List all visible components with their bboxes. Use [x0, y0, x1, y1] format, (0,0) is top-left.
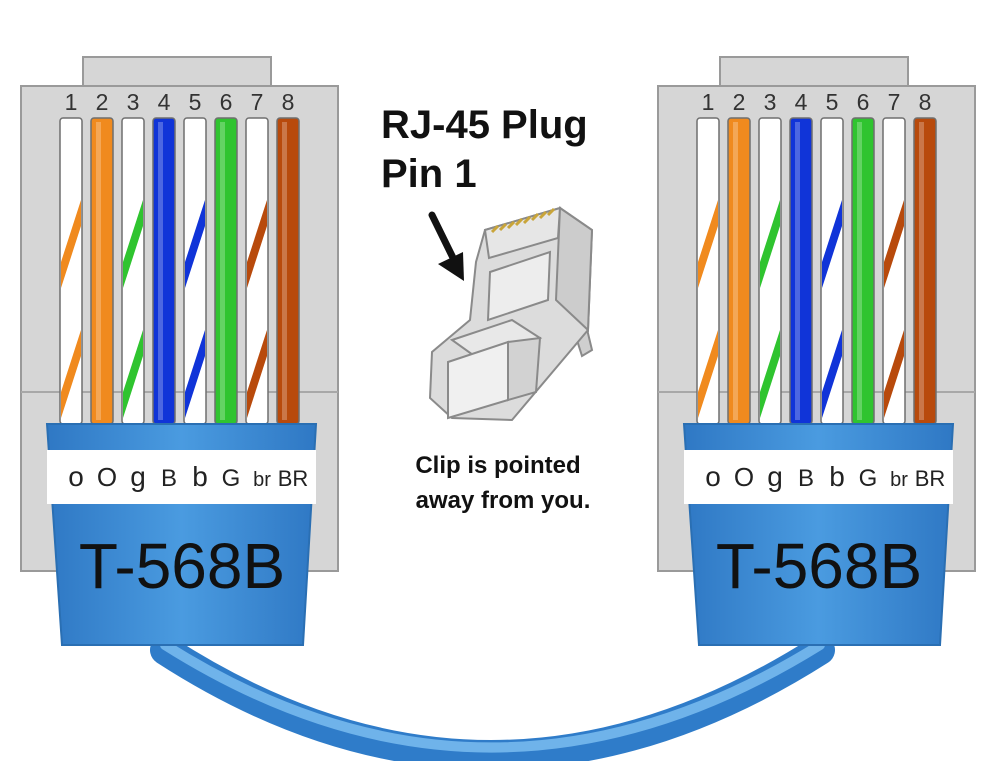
color-code: br — [890, 469, 908, 491]
pin-number: 8 — [919, 89, 932, 115]
diagram-title-line2: Pin 1 — [381, 152, 477, 196]
color-code: g — [130, 461, 146, 492]
wire-pin-3 — [758, 117, 782, 425]
standard-label: T-568B — [79, 530, 285, 602]
standard-label: T-568B — [716, 530, 922, 602]
color-code: G — [222, 465, 241, 492]
pin1-arrow-icon — [428, 211, 464, 281]
color-code: BR — [278, 466, 309, 491]
pin-number: 5 — [826, 89, 839, 115]
wire-pin-6 — [214, 117, 238, 425]
plug-latch — [82, 56, 272, 88]
pin-number: 6 — [220, 89, 233, 115]
color-code-label — [684, 450, 953, 504]
pin-number: 2 — [96, 89, 109, 115]
wire-pin-1 — [696, 117, 720, 425]
color-code: G — [859, 465, 878, 492]
pin-number: 7 — [251, 89, 264, 115]
rj45-plug-icon — [428, 206, 594, 422]
pin-number: 4 — [795, 89, 808, 115]
wire-pin-2 — [727, 117, 751, 425]
color-code: o — [705, 461, 721, 492]
patch-cable — [150, 635, 835, 761]
clip-note-line2: away from you. — [416, 487, 591, 514]
diagram-title-line1: RJ-45 Plug — [381, 103, 588, 147]
wire-pin-7 — [882, 117, 906, 425]
color-code: B — [798, 465, 814, 492]
color-code: o — [68, 461, 84, 492]
wire-pin-5 — [820, 117, 844, 425]
pin-number: 4 — [158, 89, 171, 115]
pin-number: 2 — [733, 89, 746, 115]
patch-cable-highlight — [160, 640, 825, 753]
pin-number: 3 — [127, 89, 140, 115]
pin-number: 1 — [65, 89, 78, 115]
color-code: BR — [915, 466, 946, 491]
wire-pin-2 — [90, 117, 114, 425]
pin-number: 6 — [857, 89, 870, 115]
color-code: b — [192, 461, 208, 492]
color-code: O — [97, 462, 117, 492]
wire-pin-8 — [276, 117, 300, 425]
pin-number: 3 — [764, 89, 777, 115]
pin-number: 8 — [282, 89, 295, 115]
color-code-label — [47, 450, 316, 504]
wire-pin-6 — [851, 117, 875, 425]
pin-number: 5 — [189, 89, 202, 115]
pin-number: 7 — [888, 89, 901, 115]
color-code: g — [767, 461, 783, 492]
clip-note-line1: Clip is pointed — [415, 452, 580, 479]
pin-number: 1 — [702, 89, 715, 115]
color-code: b — [829, 461, 845, 492]
color-code: O — [734, 462, 754, 492]
wire-pin-5 — [183, 117, 207, 425]
color-code: B — [161, 465, 177, 492]
wire-pin-4 — [152, 117, 176, 425]
wire-pin-1 — [59, 117, 83, 425]
wire-pin-3 — [121, 117, 145, 425]
plug-latch — [719, 56, 909, 88]
wire-pin-8 — [913, 117, 937, 425]
wire-pin-7 — [245, 117, 269, 425]
color-code: br — [253, 469, 271, 491]
wire-pin-4 — [789, 117, 813, 425]
